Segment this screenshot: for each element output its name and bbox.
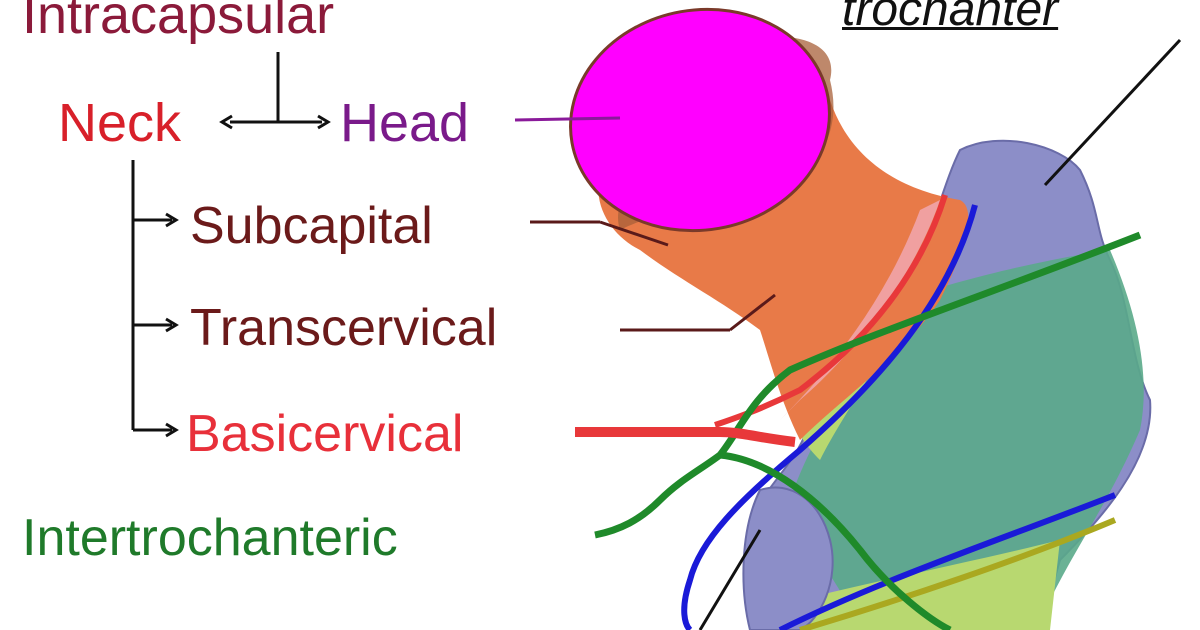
basicervical-band xyxy=(780,200,940,420)
classification-tree-lines xyxy=(131,52,331,438)
label-subcapital: Subcapital xyxy=(190,197,433,255)
green-fracture-line-branch xyxy=(719,451,952,630)
label-basicervical: Basicervical xyxy=(186,405,464,463)
femoral-head xyxy=(569,7,831,233)
label-head: Head xyxy=(340,93,470,153)
label-intertrochanteric: Intertrochanteric xyxy=(22,509,398,567)
basicervical-leader-line xyxy=(575,427,796,447)
label-trochanter: trochanter xyxy=(842,0,1059,36)
red-fracture-line xyxy=(714,194,948,428)
lesser-trochanter-leader-line xyxy=(698,529,762,630)
head-leader-line xyxy=(514,116,621,122)
label-intracapsular: Intracapsular xyxy=(22,0,335,45)
blue-fracture-line-lower xyxy=(778,492,1117,630)
transcervical-leader-line-2 xyxy=(729,293,776,332)
label-transcervical: Transcervical xyxy=(190,299,498,357)
olive-fracture-line xyxy=(799,517,1117,630)
green-fracture-line xyxy=(594,231,1142,539)
subcapital-leader-line-2 xyxy=(599,220,669,247)
trochanter-leader-line xyxy=(1043,38,1182,187)
label-neck: Neck xyxy=(58,93,182,153)
